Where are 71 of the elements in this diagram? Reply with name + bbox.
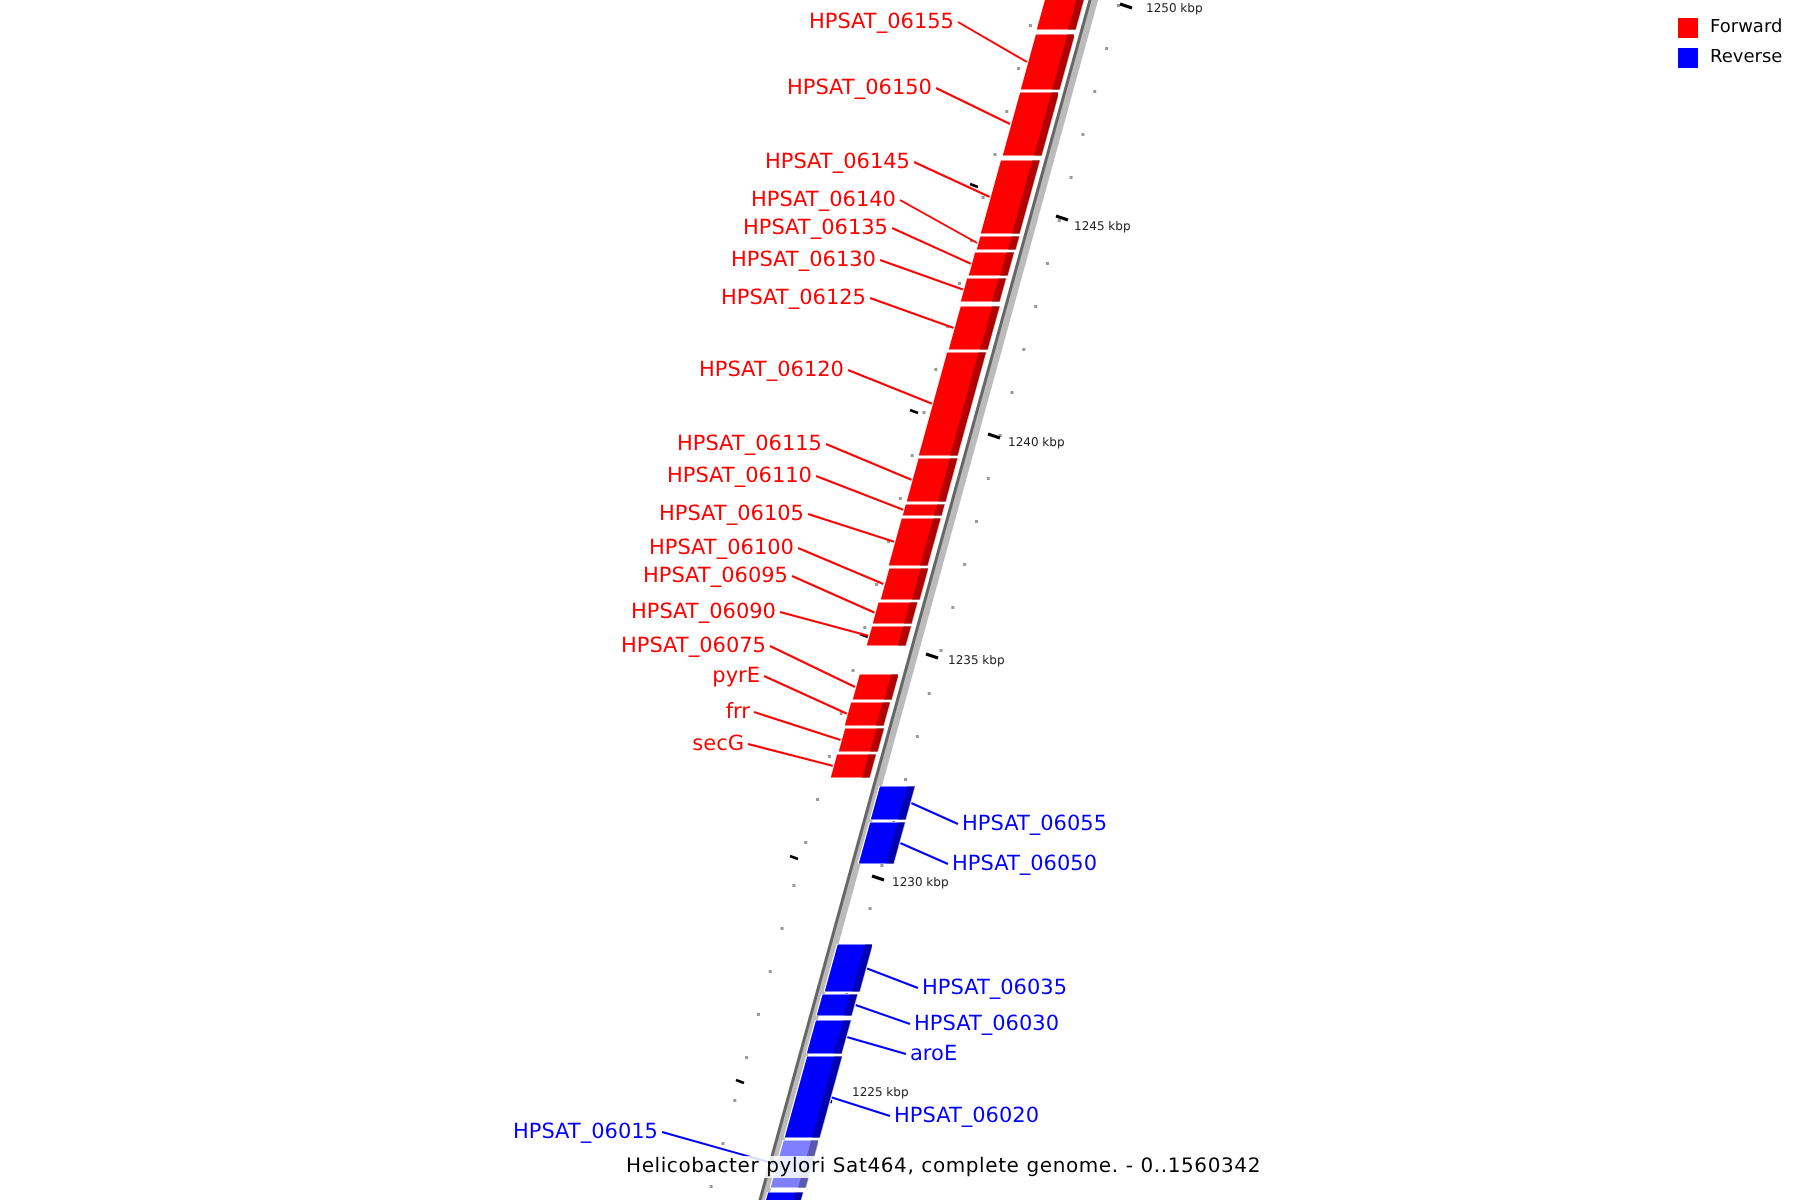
gene-label: HPSAT_06055 <box>962 812 1108 836</box>
gene-feature-block <box>851 674 899 700</box>
leader-line <box>935 87 1011 125</box>
gene-feature-block <box>806 1020 852 1054</box>
gene-label: HPSAT_06135 <box>742 216 888 240</box>
gene-feature-block <box>866 626 912 646</box>
gene-label: aroE <box>910 1042 958 1066</box>
leader-line <box>864 967 919 989</box>
gene-label: HPSAT_06145 <box>764 150 910 174</box>
gene-feature-block <box>1019 34 1075 90</box>
leader-line <box>791 575 877 614</box>
gene-label: pyrE <box>712 664 760 688</box>
leader-line <box>779 611 871 637</box>
gene-label: HPSAT_06020 <box>894 1104 1040 1128</box>
gene-feature-block <box>960 278 1008 302</box>
gene-label: HPSAT_06095 <box>642 564 788 588</box>
leader-line <box>879 259 966 291</box>
gene-feature-block <box>844 702 891 726</box>
leader-line <box>829 1096 891 1117</box>
leader-line <box>815 475 905 511</box>
gene-label: HPSAT_06035 <box>922 976 1068 1000</box>
leader-line <box>847 369 934 405</box>
leader-line <box>763 675 849 715</box>
leader-line <box>891 227 973 265</box>
gene-label: HPSAT_06110 <box>666 464 812 488</box>
gene-label: HPSAT_06015 <box>512 1120 658 1144</box>
gene-label: frr <box>725 700 750 724</box>
gene-label: HPSAT_06140 <box>750 188 896 212</box>
leader-line <box>899 842 949 865</box>
leader-line <box>899 199 979 244</box>
gene-label: HPSAT_06050 <box>952 852 1098 876</box>
leader-line <box>797 547 885 585</box>
gene-feature-block <box>1001 92 1059 156</box>
gene-feature-block <box>975 236 1020 250</box>
gene-label: HPSAT_06150 <box>786 76 932 100</box>
gene-label: HPSAT_06120 <box>698 358 844 382</box>
leader-line <box>910 802 959 825</box>
leader-line <box>869 297 955 329</box>
leader-line <box>845 1036 907 1055</box>
gene-feature-block <box>1035 0 1088 30</box>
gene-feature-block <box>858 822 906 864</box>
leader-line <box>913 161 991 198</box>
legend-label: Reverse <box>1710 48 1783 70</box>
gene-feature-block <box>870 786 916 820</box>
gene-label: HPSAT_06115 <box>676 432 822 456</box>
legend-label: Forward <box>1710 18 1783 40</box>
leader-line <box>747 743 835 767</box>
gene-feature-block <box>837 728 884 752</box>
gene-label: HPSAT_06125 <box>720 286 866 310</box>
gene-feature-block <box>968 252 1015 276</box>
gene-label: HPSAT_06090 <box>630 600 776 624</box>
gene-label: HPSAT_06155 <box>808 10 954 34</box>
gene-label: HPSAT_06130 <box>730 248 876 272</box>
leader-line <box>753 711 842 741</box>
gene-feature-block <box>902 504 946 516</box>
gene-feature-block <box>872 602 919 624</box>
gene-feature-block <box>816 994 859 1016</box>
gene-label: secG <box>692 732 744 756</box>
gene-feature-block <box>830 754 877 778</box>
caption: Helicobacter pylori Sat464, complete genome. - 0..1560342 <box>626 1156 1261 1178</box>
leader-line <box>807 513 896 543</box>
gene-label: HPSAT_06105 <box>658 502 804 526</box>
leader-line <box>854 1004 911 1025</box>
gene-label: HPSAT_06075 <box>620 634 766 658</box>
gene-label: HPSAT_06100 <box>648 536 794 560</box>
leader-line <box>769 645 856 688</box>
leader-line <box>825 443 913 481</box>
gene-feature-block <box>879 568 928 600</box>
gene-feature-block <box>947 306 1000 350</box>
gene-label: HPSAT_06030 <box>914 1012 1060 1036</box>
leader-line <box>957 21 1028 63</box>
